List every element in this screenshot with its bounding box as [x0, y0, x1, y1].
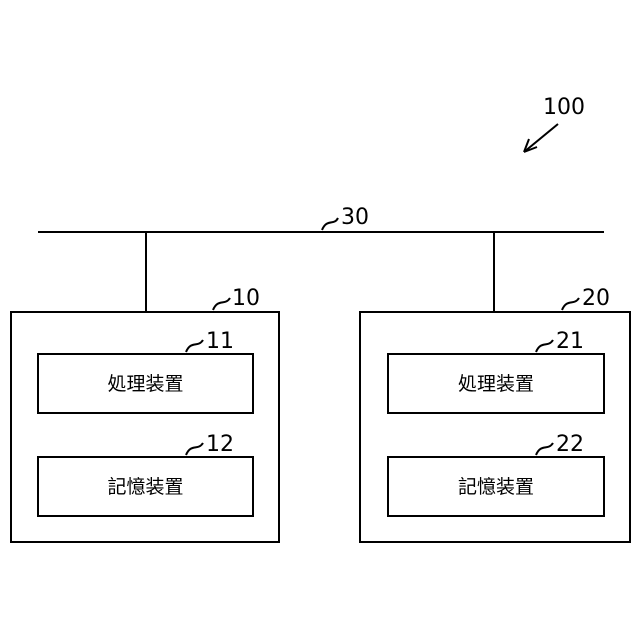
device-20-ref-label: 20: [582, 286, 610, 311]
bus-ref-label: 30: [341, 205, 369, 230]
component-22-ref-leader: [536, 443, 553, 455]
device-10-ref-leader: [213, 298, 230, 310]
device-10: 10 11 処理装置 12 記憶装置: [11, 286, 279, 542]
system-ref-arrow: [524, 124, 558, 152]
component-12-ref-leader: [186, 443, 203, 455]
component-21-ref-leader: [536, 340, 553, 352]
component-21-label: 処理装置: [458, 373, 534, 395]
component-22-label: 記憶装置: [458, 476, 534, 498]
device-20-box: [360, 312, 630, 542]
device-10-box: [11, 312, 279, 542]
component-11-ref-label: 11: [206, 329, 234, 354]
component-21-ref-label: 21: [556, 329, 584, 354]
device-20-ref-leader: [562, 298, 579, 310]
component-11-ref-leader: [186, 340, 203, 352]
device-20: 20 21 処理装置 22 記憶装置: [360, 286, 630, 542]
component-11-label: 処理装置: [107, 373, 183, 395]
component-12-ref-label: 12: [206, 432, 234, 457]
bus-ref-leader: [322, 218, 338, 230]
component-22-ref-label: 22: [556, 432, 584, 457]
component-12-label: 記憶装置: [107, 476, 183, 498]
system-ref-label: 100: [543, 95, 585, 120]
device-10-ref-label: 10: [232, 286, 260, 311]
